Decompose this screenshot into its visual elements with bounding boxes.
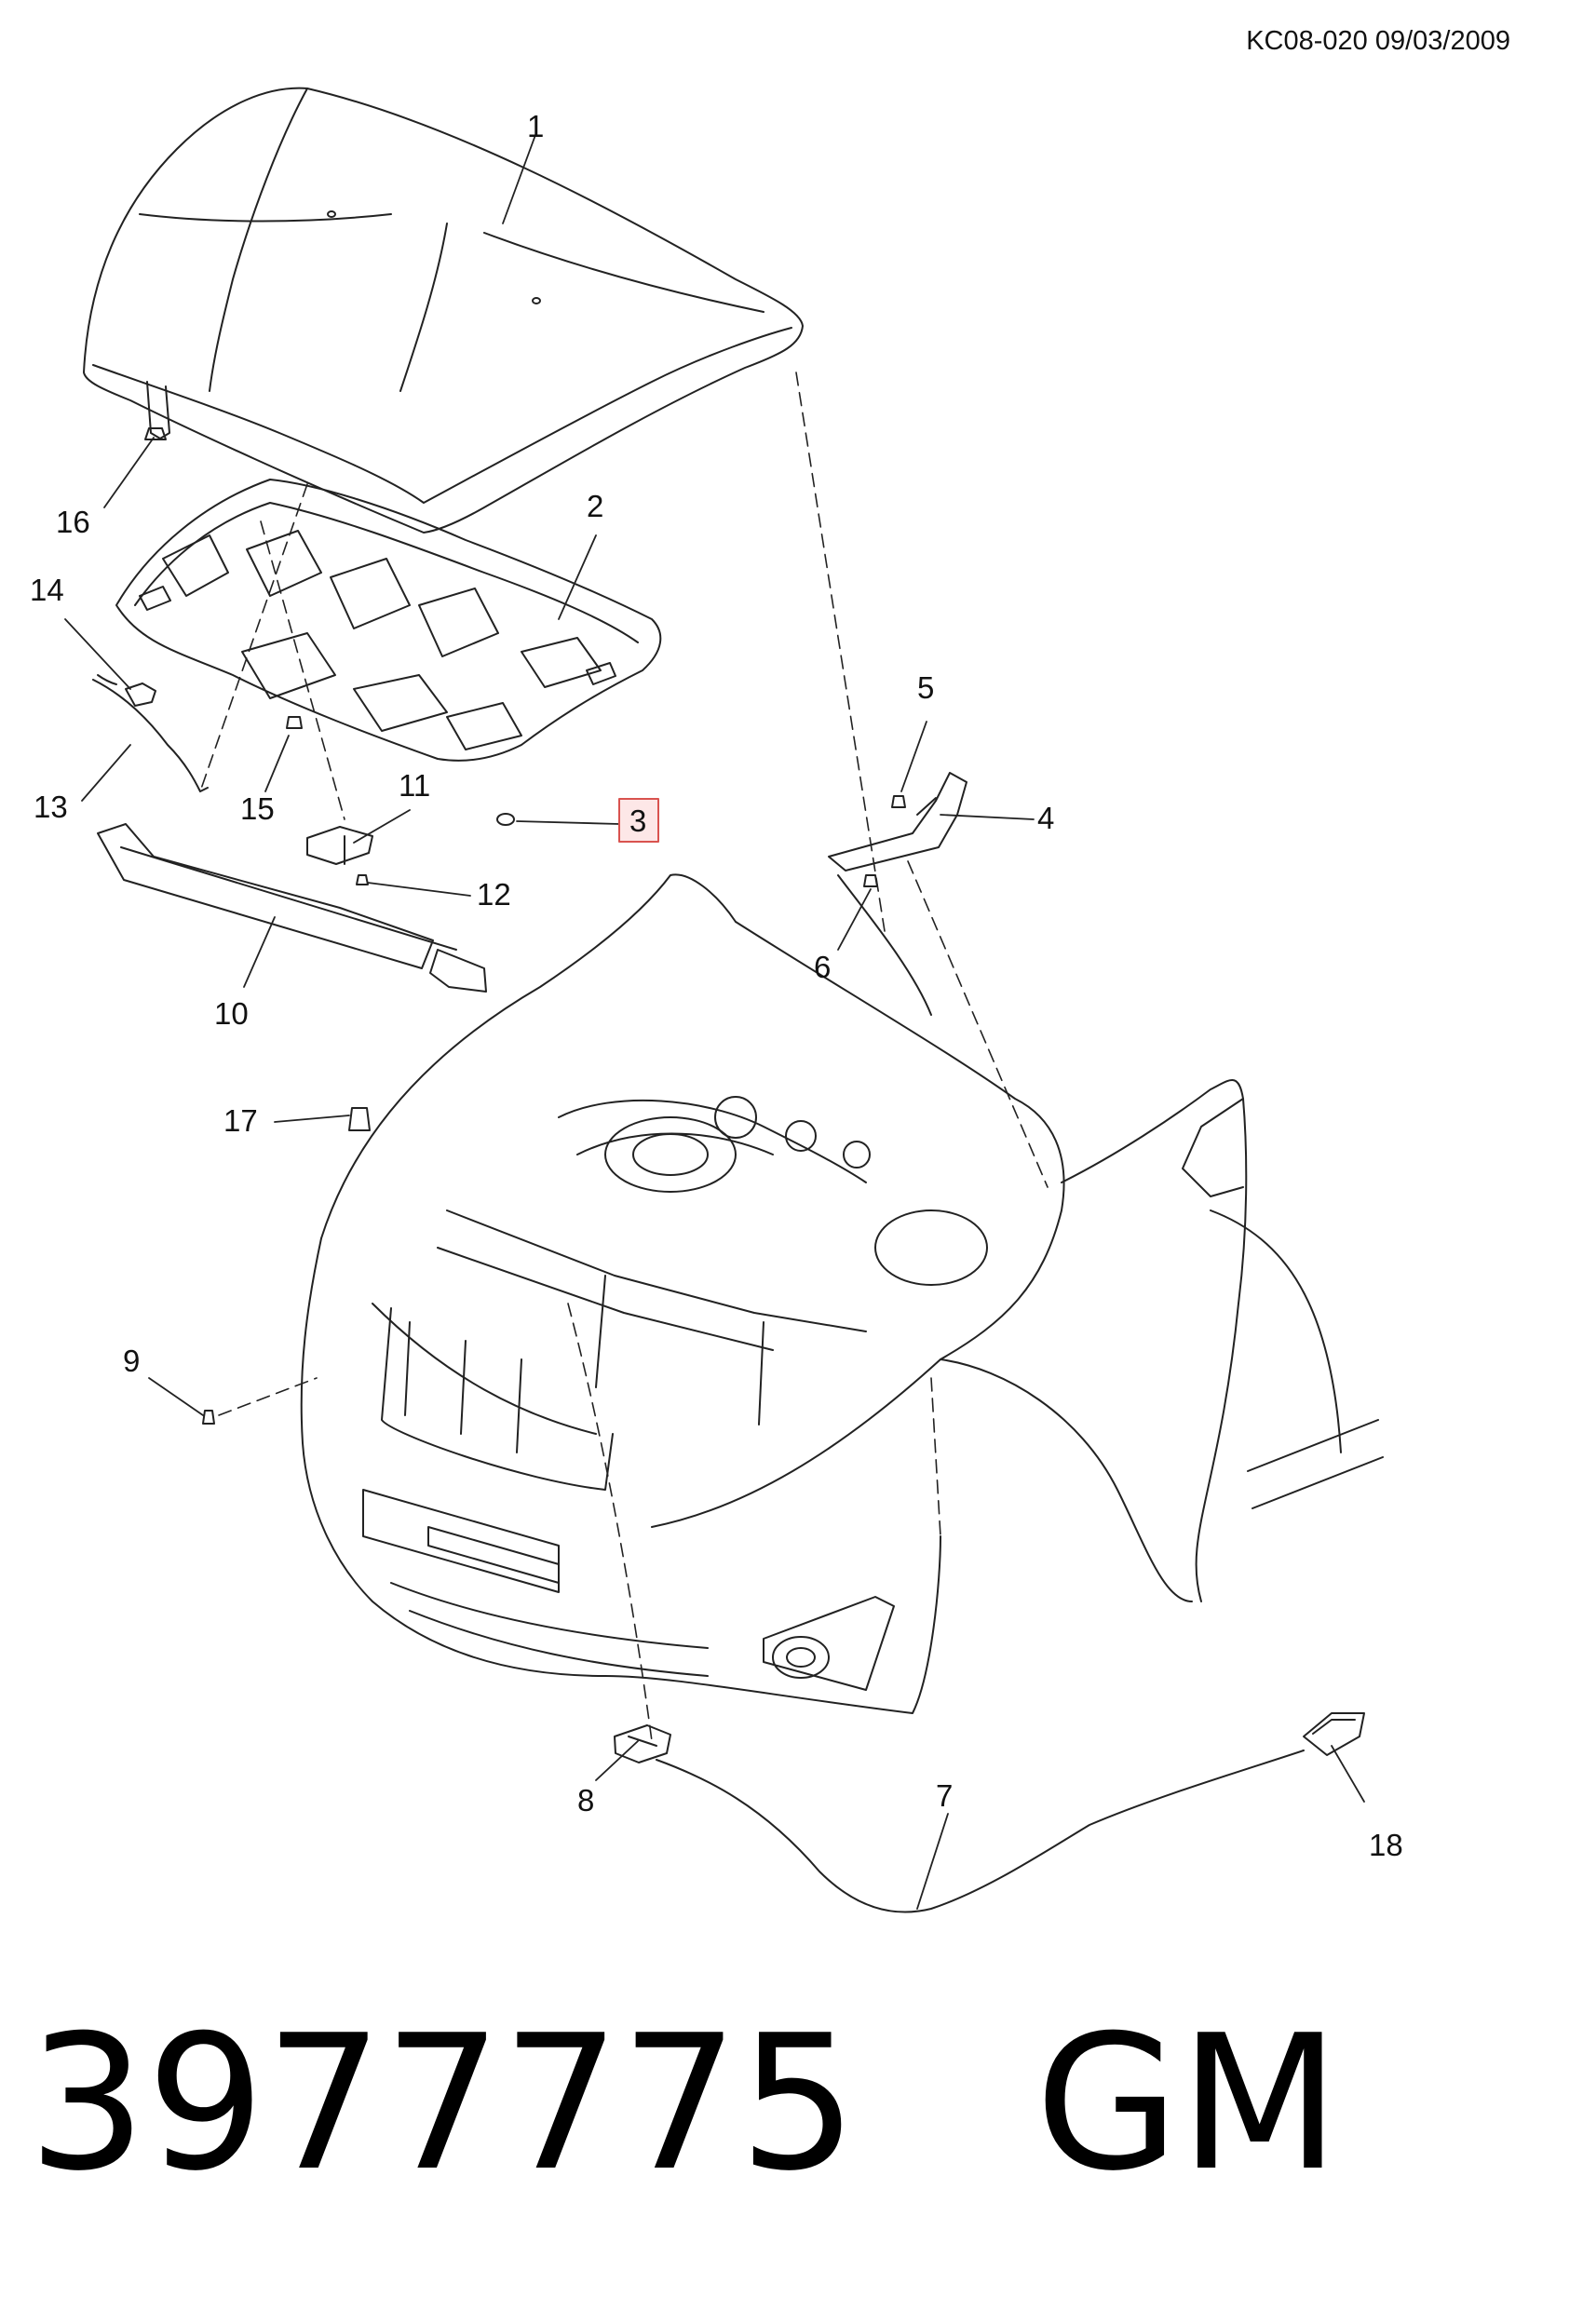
callout-14: 14 [30, 573, 64, 607]
clip-15 [286, 716, 303, 729]
document-code: KC08-020 09/03/2009 [1246, 26, 1510, 56]
callout-3-highlight: 3 [618, 798, 659, 843]
callout-4: 4 [1037, 801, 1054, 835]
screw-12 [356, 874, 369, 885]
callout-5: 5 [917, 670, 934, 705]
callout-17: 17 [223, 1103, 258, 1138]
reinforcement-10 [97, 823, 487, 993]
bolt-5 [891, 795, 906, 808]
leader-lines [64, 134, 1365, 1910]
bumper-17 [348, 1107, 371, 1131]
callout-9: 9 [123, 1344, 140, 1378]
callout-18: 18 [1369, 1828, 1403, 1862]
part-number: 3977775 [28, 1995, 858, 2212]
callout-16: 16 [56, 505, 90, 539]
brand-name: GM [1035, 1995, 1341, 2212]
release-cable-7 [656, 1750, 1305, 1913]
vehicle-front [300, 873, 1384, 1714]
callout-8: 8 [577, 1783, 594, 1817]
callout-2: 2 [587, 489, 603, 523]
part-number-footer: 3977775 GM [28, 2011, 1340, 2197]
callout-labels: 1 2 3 4 5 6 7 8 9 10 11 12 13 14 15 16 1… [30, 109, 1403, 1862]
hood-panel [83, 87, 804, 534]
grommet-3 [496, 813, 515, 826]
hinge-4 [828, 772, 967, 872]
prop-rod-13 [92, 674, 209, 792]
clip-9 [202, 1410, 215, 1425]
reference-lines [199, 372, 1049, 1742]
hood-insulator [115, 479, 662, 762]
callout-13: 13 [34, 790, 68, 824]
callout-12: 12 [477, 877, 511, 912]
callout-3: 3 [629, 804, 646, 838]
callout-6: 6 [814, 950, 831, 984]
callout-11: 11 [399, 768, 430, 803]
hood-bumper-16 [144, 427, 167, 440]
callout-15: 15 [240, 791, 275, 826]
latch-striker-11 [306, 826, 373, 865]
callout-7: 7 [936, 1778, 953, 1813]
release-handle-18 [1303, 1712, 1365, 1756]
hood-latch-8 [614, 1724, 671, 1763]
rod-holder-14 [125, 682, 156, 707]
callout-1: 1 [527, 109, 544, 143]
nut-6 [863, 874, 878, 887]
callout-10: 10 [214, 996, 249, 1031]
